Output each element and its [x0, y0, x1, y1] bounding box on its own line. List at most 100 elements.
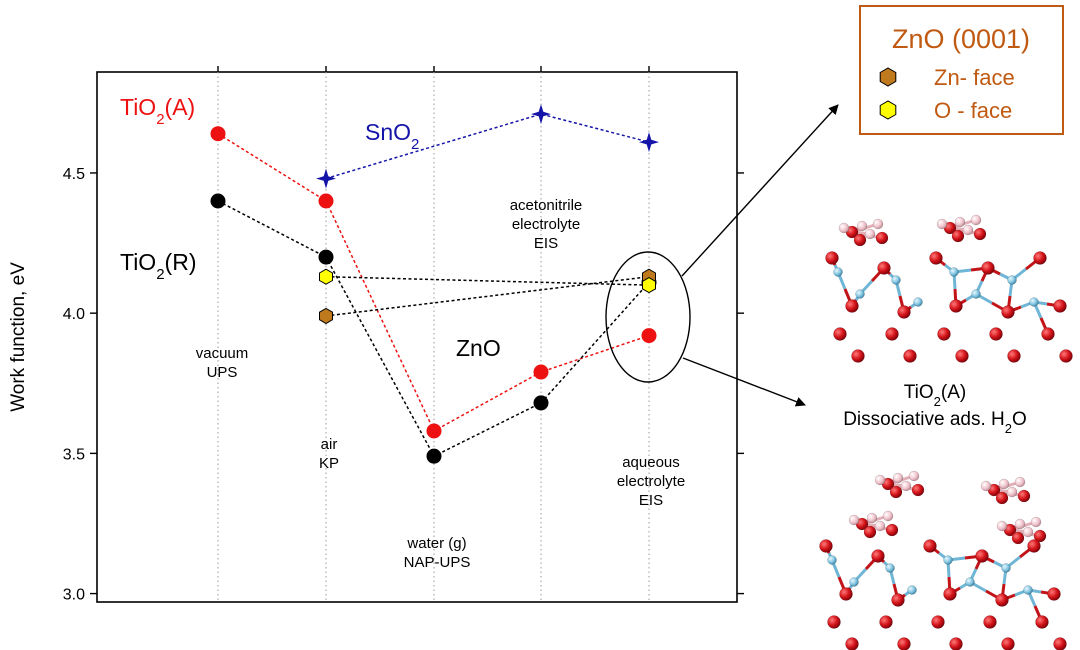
titanium-atom — [1023, 585, 1033, 595]
oxygen-atom — [949, 299, 963, 313]
water-atom — [970, 214, 982, 226]
series-line-zn_face — [325, 275, 650, 317]
structure-caption-line1: TiO2(A) — [904, 382, 966, 409]
marker-tio2r-1 — [318, 249, 334, 265]
plot-frame — [96, 71, 738, 603]
oxygen-atom — [877, 261, 891, 275]
marker-tio2a-3 — [533, 364, 549, 380]
series-markers — [210, 104, 659, 464]
water-atom — [900, 480, 912, 492]
water-atom — [1022, 526, 1034, 538]
oxygen-atom — [845, 637, 859, 650]
molecular-structure-bottom — [819, 470, 1067, 650]
water-atom — [911, 483, 925, 497]
oxygen-atom — [1053, 637, 1067, 650]
water-atom — [856, 220, 868, 232]
water-atom — [1033, 529, 1047, 543]
oxygen-atom — [923, 539, 937, 553]
oxygen-atom — [931, 615, 945, 629]
condition-label-2: water (g)NAP-UPS — [404, 535, 471, 571]
oxygen-atom — [839, 587, 853, 601]
oxygen-atom — [1041, 327, 1055, 341]
water-atom — [951, 229, 965, 243]
legend-label-1: O - face — [934, 98, 1012, 123]
water-atom — [892, 472, 904, 484]
oxygen-atom — [943, 587, 957, 601]
water-atom — [872, 218, 884, 230]
marker-tio2a-1 — [318, 193, 334, 209]
legend-marker-0 — [879, 67, 897, 87]
water-atom — [863, 525, 877, 539]
oxygen-atom — [871, 549, 885, 563]
legend-items: Zn- face O - face — [879, 65, 1015, 123]
oxygen-atom — [885, 327, 899, 341]
molecular-structure-top — [825, 214, 1073, 363]
water-atom — [1014, 518, 1026, 530]
titanium-atom — [833, 267, 843, 277]
series-lines — [217, 113, 650, 458]
series-label-sno2: SnO2 — [365, 119, 419, 153]
oxygen-atom — [983, 615, 997, 629]
series-label-tio2a: TiO2(A) — [120, 94, 195, 128]
marker-zn_face-0 — [319, 307, 333, 325]
oxygen-atom — [827, 615, 841, 629]
water-atom — [995, 491, 1009, 505]
oxygen-atom — [879, 615, 893, 629]
marker-o_face-0 — [319, 268, 333, 285]
titanium-atom — [855, 289, 865, 299]
water-atom — [1006, 486, 1018, 498]
water-atom — [980, 480, 992, 492]
oxygen-atom — [1053, 299, 1067, 313]
oxygen-atom — [1027, 539, 1041, 553]
water-atom — [882, 510, 894, 522]
tick-layer: 3.03.54.04.5 — [63, 66, 744, 604]
water-atom — [962, 224, 974, 236]
water-atom — [996, 520, 1008, 532]
titanium-atom — [913, 297, 923, 307]
oxygen-atom — [891, 593, 905, 607]
water-atom — [998, 478, 1010, 490]
y-tick-label: 3.0 — [63, 587, 85, 604]
marker-tio2a-0 — [210, 126, 226, 142]
water-atom — [1014, 476, 1026, 488]
oxygen-atom — [833, 327, 847, 341]
arrow-to-structure — [682, 357, 806, 407]
y-tick-label: 3.5 — [63, 446, 85, 463]
oxygen-atom — [989, 327, 1003, 341]
legend-title: ZnO (0001) — [892, 24, 1030, 54]
legend-label-0: Zn- face — [934, 65, 1015, 90]
titanium-atom — [943, 555, 953, 565]
oxygen-atom — [955, 349, 969, 363]
oxygen-atom — [819, 539, 833, 553]
water-atom — [853, 233, 867, 247]
oxygen-atom — [1007, 349, 1021, 363]
series-label-tio2r: TiO2(R) — [120, 249, 196, 283]
oxygen-atom — [937, 327, 951, 341]
oxygen-atom — [851, 349, 865, 363]
y-axis-label: Work function, eV — [8, 262, 29, 412]
marker-sno2-2 — [639, 132, 659, 153]
water-atom — [864, 228, 876, 240]
titanium-atom — [1007, 275, 1017, 285]
titanium-atom — [849, 577, 859, 587]
marker-o_face-1 — [642, 277, 656, 294]
water-atom — [973, 227, 987, 241]
water-atom — [954, 216, 966, 228]
titanium-atom — [891, 275, 901, 285]
oxygen-atom — [1047, 587, 1061, 601]
marker-tio2a-4 — [641, 328, 657, 344]
water-atom — [874, 520, 886, 532]
titanium-atom — [907, 585, 917, 595]
marker-tio2r-3 — [533, 395, 549, 411]
oxygen-atom — [825, 251, 839, 265]
titanium-atom — [1029, 297, 1039, 307]
water-atom — [1011, 531, 1025, 545]
water-atom — [936, 218, 948, 230]
titanium-atom — [1001, 563, 1011, 573]
grid-layer — [217, 72, 650, 602]
oxygen-atom — [1001, 305, 1015, 319]
